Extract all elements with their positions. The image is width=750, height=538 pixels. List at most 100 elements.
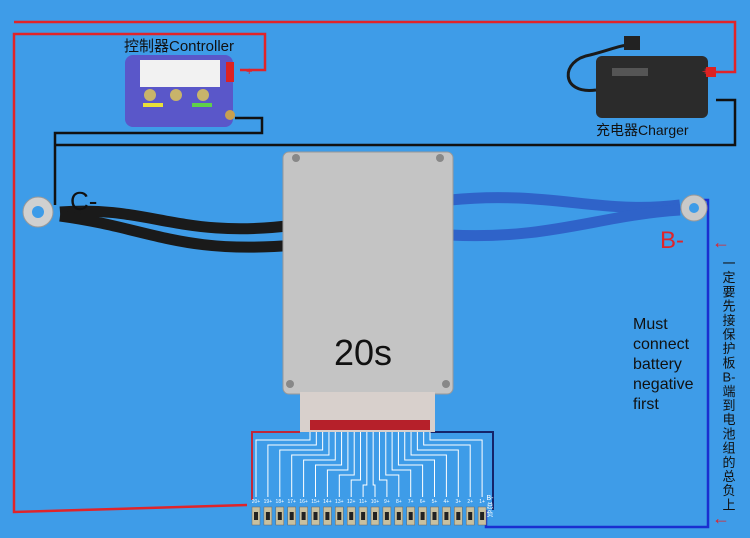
- connector-b-wire: [430, 431, 494, 510]
- terminal-label: 13+: [335, 499, 344, 505]
- note-char: 端: [722, 384, 735, 399]
- sense-wire: [391, 432, 412, 497]
- sense-wire: [397, 432, 424, 497]
- note-char: 定: [722, 270, 735, 285]
- terminal-label: 11+: [359, 499, 367, 505]
- controller: [125, 55, 235, 127]
- note-char: 电: [722, 412, 735, 427]
- terminal-label: 3+: [455, 499, 461, 505]
- terminal-label: 2+: [467, 499, 473, 505]
- terminal-label: 9+: [384, 499, 390, 505]
- note-char: 板: [722, 355, 735, 370]
- sense-wire: [416, 432, 459, 497]
- note-char: 护: [722, 341, 735, 356]
- terminal-screw: [337, 512, 342, 520]
- terminal-screw: [325, 512, 330, 520]
- terminal-label: 4+: [444, 499, 450, 505]
- terminal-label: 19+: [264, 499, 273, 505]
- note-char: 负: [722, 483, 735, 498]
- positive-wire: [12, 32, 267, 514]
- terminal-screw: [349, 512, 354, 520]
- charger: [566, 36, 716, 118]
- terminal-label: 10+: [371, 499, 380, 505]
- terminal-label: 1+: [479, 499, 485, 505]
- terminal-label: 14+: [323, 499, 332, 505]
- terminal-label: 20+: [252, 499, 261, 505]
- note-line: battery: [633, 356, 682, 373]
- c-minus-cable-2: [59, 210, 296, 253]
- arrow-left-icon: ←: [712, 232, 730, 252]
- b-minus-label: B-: [660, 227, 684, 254]
- note-char: 的: [722, 455, 735, 470]
- note-char: 组: [722, 441, 735, 456]
- terminal-screw: [420, 512, 425, 520]
- terminal-screw: [265, 512, 270, 520]
- charger-negative-wire: [55, 98, 737, 147]
- terminal-screw: [384, 512, 389, 520]
- note-char: 一: [722, 256, 735, 271]
- sense-wire: [423, 432, 471, 497]
- terminal-screw: [373, 512, 377, 520]
- terminal-screw: [396, 512, 401, 520]
- sense-wire: [291, 432, 330, 497]
- terminal-label: 12+: [347, 499, 356, 505]
- charger-positive-wire: [14, 20, 737, 74]
- terminal-screw: [277, 512, 282, 520]
- note-line: Must: [633, 316, 668, 333]
- b-minus-cable: [449, 192, 681, 213]
- sense-wire: [303, 432, 336, 497]
- controller-plus: +: [246, 66, 252, 78]
- terminal-screw: [444, 512, 449, 520]
- note-char: 池: [722, 426, 735, 441]
- b-minus-terminal-text: B-: [487, 495, 495, 502]
- note-char: 上: [722, 497, 735, 512]
- terminal-block: 20+19+18+17+16+15+14+13+12+11+10+9+8+7+6…: [251, 499, 487, 526]
- note-char: 总: [722, 469, 735, 484]
- connector-red-wire: [251, 431, 300, 500]
- charger-minus: −: [718, 95, 724, 107]
- terminal-screw: [301, 512, 306, 520]
- sense-wire: [326, 432, 349, 497]
- b-minus-terminal-text: 负: [487, 509, 494, 518]
- note-line: first: [633, 396, 659, 413]
- terminal-screw: [254, 512, 258, 520]
- sense-wire: [315, 432, 343, 497]
- sense-wire: [372, 432, 376, 497]
- sense-wire: [404, 432, 435, 497]
- sense-wire: [338, 432, 355, 497]
- charger-plus: +: [702, 66, 708, 78]
- sense-wire: [385, 432, 400, 497]
- terminal-screw: [408, 512, 413, 520]
- sense-wires: [255, 432, 483, 497]
- charger-label: 充电器Charger: [596, 122, 689, 138]
- note-char: B-: [723, 370, 736, 385]
- arrow-left-icon: ←: [712, 508, 730, 528]
- terminal-screw: [289, 512, 294, 520]
- sense-wire: [350, 432, 362, 497]
- terminal-label: 8+: [396, 499, 402, 505]
- terminal-label: 16+: [299, 499, 308, 505]
- sense-wire: [267, 432, 317, 497]
- terminal-screw: [456, 512, 461, 520]
- controller-label: 控制器Controller: [124, 38, 234, 55]
- sense-wire: [410, 432, 447, 497]
- terminal-label: 6+: [420, 499, 426, 505]
- sense-wire: [362, 432, 368, 497]
- terminal-label: 15+: [311, 499, 320, 505]
- terminal-screw: [361, 512, 366, 520]
- c-minus-label: C-: [70, 186, 97, 216]
- b-minus-cable-2: [449, 204, 681, 242]
- controller-minus: −: [243, 112, 249, 124]
- b-minus-terminal-label: B-总负: [487, 495, 495, 518]
- note-char: 到: [722, 398, 735, 413]
- sense-wire: [429, 432, 483, 497]
- sense-wire: [279, 432, 324, 497]
- note-char: 要: [722, 284, 735, 299]
- note-char: 接: [722, 313, 735, 328]
- terminal-screw: [432, 512, 437, 520]
- sense-wire: [378, 432, 388, 497]
- note-char: 保: [722, 327, 735, 342]
